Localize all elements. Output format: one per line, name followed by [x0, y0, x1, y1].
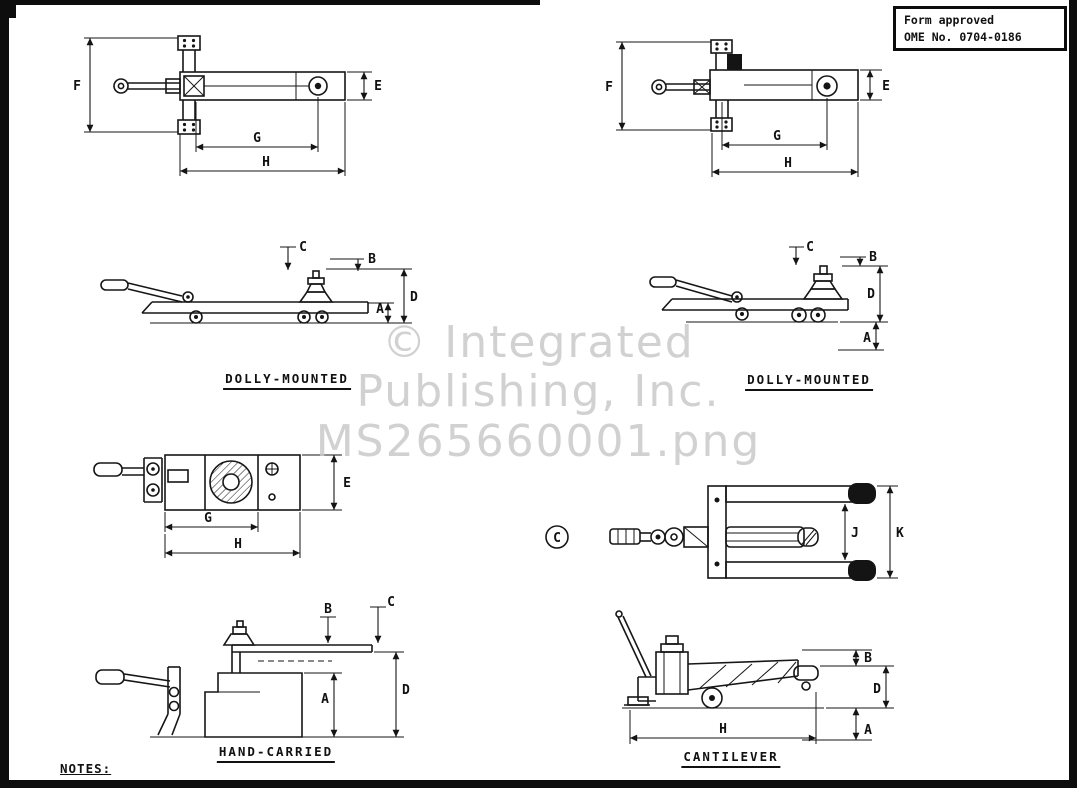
handle-grip [649, 276, 677, 288]
form-approved-box: Form approved OME No. 0704-0186 [893, 6, 1067, 52]
scan-edge-bottom [0, 780, 1077, 788]
wheel-top-view [308, 76, 328, 96]
pump-cylinder [655, 651, 689, 695]
frame-arm-lower [725, 561, 853, 579]
caption-cantilever: CANTILEVER [681, 749, 781, 768]
dim-label-c: C [387, 595, 395, 610]
dim-label-g: G [773, 129, 781, 144]
notes-heading: NOTES: [60, 761, 112, 776]
dim-label-b: B [324, 602, 332, 617]
dim-label-h: H [234, 537, 242, 552]
caption-dolly-mounted-left: DOLLY-MOUNTED [223, 371, 351, 390]
arm-end-pad-upper [848, 483, 876, 504]
dim-label-a: A [863, 331, 871, 346]
scan-edge-top [0, 0, 540, 5]
dim-label-j: J [851, 526, 859, 541]
dim-label-h: H [719, 722, 727, 737]
tow-handle-eye [113, 78, 129, 94]
jack-base-outline [204, 672, 303, 738]
hydraulic-ram [725, 526, 805, 548]
dim-label-d: D [873, 682, 881, 697]
dim-label-a: A [321, 692, 329, 707]
lifting-saddle [222, 633, 256, 646]
dim-label-a: A [376, 302, 384, 317]
front-caster [735, 307, 749, 321]
dim-label-g: G [253, 131, 261, 146]
scan-edge-left [0, 0, 9, 788]
caster-plate-bottom [177, 119, 201, 135]
dim-label-d: D [402, 683, 410, 698]
dim-label-c: C [299, 240, 307, 255]
dim-label-f: F [605, 80, 613, 95]
dim-label-b: B [864, 651, 872, 666]
scan-edge-right [1069, 0, 1077, 788]
form-approved-line1: Form approved [904, 13, 995, 27]
dim-label-a: A [864, 723, 872, 738]
caption-hand-carried: HAND-CARRIED [216, 744, 336, 763]
dim-label-e: E [374, 79, 382, 94]
handle-grip [95, 669, 125, 685]
dim-label-k: K [896, 526, 904, 541]
caption-dolly-mounted-right: DOLLY-MOUNTED [745, 372, 873, 391]
frame-arm-upper [725, 485, 853, 503]
form-approved-line2: OME No. 0704-0186 [904, 29, 1022, 44]
handle-grip [609, 528, 641, 545]
dim-label-d: D [410, 290, 418, 305]
jack-body-outline [164, 454, 301, 511]
caster-plate-top [177, 35, 201, 51]
dim-label-c: C [806, 240, 814, 255]
dim-label-d: D [867, 287, 875, 302]
caster-block [727, 54, 742, 70]
caster-plate-top [710, 39, 733, 54]
dim-label-e: E [343, 476, 351, 491]
figure-cantilever-plan: C J [545, 483, 904, 581]
wheel-top-view [816, 75, 838, 97]
figure-dolly-mounted-plan-right: F E G H [605, 39, 890, 177]
arm-end-pad-lower [848, 560, 876, 581]
figure-cantilever-side: B D A H [615, 610, 894, 744]
dim-label-b: B [869, 250, 877, 265]
dim-label-e: E [882, 79, 890, 94]
lifting-saddle [298, 291, 334, 303]
tow-handle-eye [651, 79, 667, 95]
dim-label-h: H [784, 156, 792, 171]
dim-label-f: F [73, 79, 81, 94]
figure-hand-carried-side: B C D A [95, 595, 410, 738]
handle-grip [100, 279, 129, 291]
handle-grip [93, 462, 123, 477]
figure-dolly-mounted-plan-left: F E G H [73, 35, 382, 176]
handle-knob [615, 610, 623, 618]
lifting-pad [793, 665, 819, 681]
figure-dolly-mounted-side-left: C B D A [100, 240, 418, 324]
dim-label-g: G [204, 511, 212, 526]
detail-callout-circle [545, 525, 569, 549]
figure-hand-carried-plan: E G H [93, 454, 351, 558]
lifting-saddle [802, 288, 844, 300]
dim-label-b: B [368, 252, 376, 267]
detail-callout-letter: C [553, 531, 561, 546]
dim-label-h: H [262, 155, 270, 170]
figure-dolly-mounted-side-right: C B D A [649, 240, 888, 351]
